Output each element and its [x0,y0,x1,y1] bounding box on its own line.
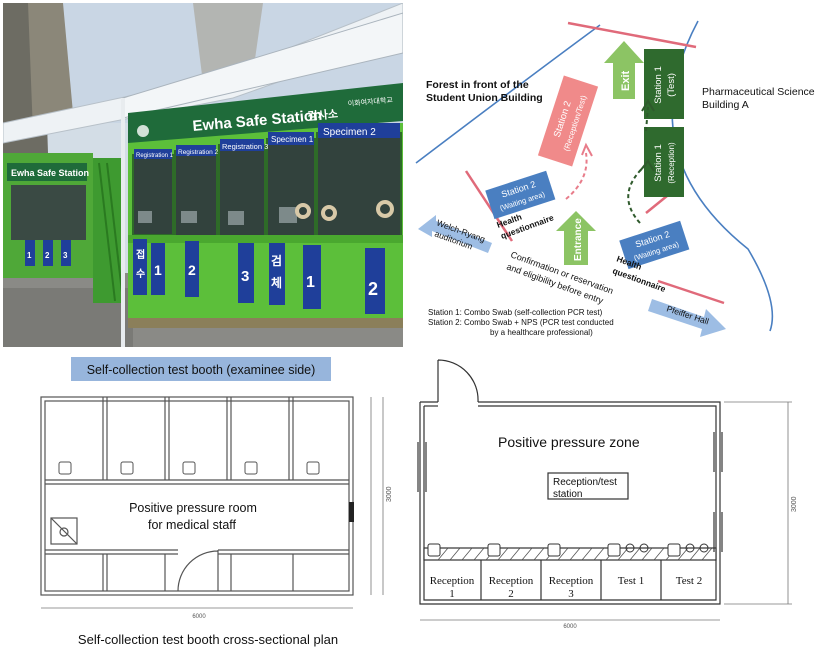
left-num-1: 1 [27,251,32,260]
note-3: by a healthcare professional) [490,328,593,337]
plan-caption: Self-collection test booth cross-section… [78,632,338,647]
kr-reception-1: 접 [136,249,145,261]
station1-test-2: (Test) [666,73,677,97]
panel-num-2: 2 [188,262,196,278]
entrance-label: Entrance [573,218,584,261]
window-label-3: Registration 3 [222,142,268,151]
booth-photo: Ewha Safe Station 1 2 3 Ewha Safe Statio… [3,3,403,347]
booth-num-1: 1 [449,588,455,600]
pharm-label-2: Building A [702,99,749,111]
station-label-1: Reception/test [553,477,617,488]
plan-title: Self-collection test booth (examinee sid… [87,363,316,377]
station1-rec-1: Station 1 [653,144,664,182]
left-num-3: 3 [63,251,68,260]
booth-label-1: Reception [430,575,475,587]
panel-num-3: 3 [241,268,249,285]
booth-cross-section-plan: Self-collection test booth (examinee sid… [3,352,403,648]
booth-num-3: 3 [568,588,574,600]
left-num-2: 2 [45,251,50,260]
panel-num-5: 2 [368,279,378,299]
panel-num-1: 1 [154,262,162,278]
booth-num-2: 2 [508,588,514,600]
station2-waiting-left: Station 2 (Waiting area) [485,170,556,220]
booth-label-2: Reception [489,575,534,587]
window-label-5: Specimen 2 [323,127,376,138]
plan-left-dim-side: 3000 [386,486,393,502]
welch-arrow: Welch-Ryang auditorium [418,215,492,253]
plan-left-dim-bottom: 6000 [192,614,206,620]
station1-test-box [644,49,684,119]
site-map: Forest in front of the Student Union Bui… [408,3,824,347]
zone-label: Positive pressure zone [498,434,640,450]
plan-right-dim-side: 3000 [791,496,798,512]
kr-specimen-2: 체 [271,275,282,290]
station1-reception-box [644,127,684,197]
exit-label: Exit [620,70,632,91]
kr-reception-2: 수 [136,268,145,280]
booth-label-3: Reception [549,575,594,587]
entrance-arrow: Entrance [556,211,596,265]
note-1: Station 1: Combo Swab (self-collection P… [428,308,603,317]
booth-label-4: Test 1 [618,575,644,587]
station-label-2: station [553,489,582,500]
room-label-1: Positive pressure room [129,501,257,515]
window-label-2: Registration 2 [178,149,218,156]
station1-rec-2: (Reception) [667,142,676,184]
exit-arrow: Exit [604,41,644,99]
pharm-label-1: Pharmaceutical Science [702,86,815,98]
booth-label-5: Test 2 [676,575,702,587]
positive-pressure-plan: 6000 3000 Positive pressure zone Recepti… [408,352,824,648]
forest-label-1: Forest in front of the [426,79,529,91]
kr-specimen-1: 검 [271,253,282,268]
panel-num-4: 1 [306,274,315,291]
station2-reception-box: Station 2 (Reception/Test) [537,75,599,167]
room-label-2: for medical staff [148,518,237,532]
window-label-1: Registration 1 [136,153,174,159]
main-sign-kr: 검사소 [307,106,338,123]
left-booth-sign: Ewha Safe Station [11,168,89,178]
station1-test-1: Station 1 [653,66,664,104]
forest-label-2: Student Union Building [426,92,543,104]
window-label-4: Specimen 1 [271,135,314,144]
note-2: Station 2: Combo Swab + NPS (PCR test co… [428,318,614,327]
plan-title-box [71,357,331,381]
pfeiffer-arrow: Pfeiffer Hall [648,299,726,337]
plan-right-dim-bottom: 6000 [563,624,577,630]
